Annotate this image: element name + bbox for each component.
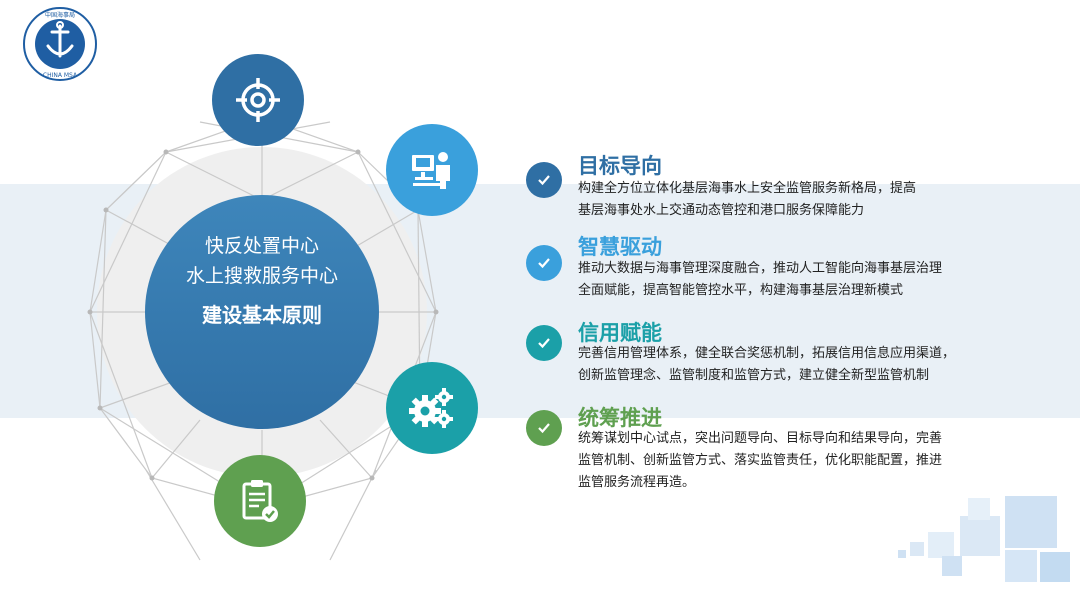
principle-description: 统筹谋划中心试点，突出问题导向、目标导向和结果导向，完善 监管机制、创新监管方式… (578, 428, 998, 494)
description-line: 创新监管理念、监管制度和监管方式，建立健全新型监管机制 (578, 368, 930, 383)
check-icon (526, 410, 562, 446)
center-line-1: 快反处置中心 (204, 235, 319, 257)
target-node (212, 54, 304, 146)
description-line: 监管机制、创新监管方式、落实监管责任，优化职能配置，推进 (578, 453, 943, 468)
principle-description: 推动大数据与海事管理深度融合，推动人工智能向海事基层治理 全面赋能，提高智能管控… (578, 258, 998, 302)
principle-description: 完善信用管理体系，健全联合奖惩机制，拓展信用信息应用渠道， 创新监管理念、监管制… (578, 343, 998, 387)
description-line: 构建全方位立体化基层海事水上安全监管服务新格局，提高 (578, 181, 917, 196)
center-heading: 建设基本原则 (202, 303, 322, 327)
description-line: 推动大数据与海事管理深度融合，推动人工智能向海事基层治理 (578, 261, 943, 276)
description-line: 基层海事处水上交通动态管控和港口服务保障能力 (578, 203, 865, 218)
svg-text:CHINA MSA: CHINA MSA (43, 72, 78, 79)
china-msa-logo: 中国海事局 CHINA MSA (22, 6, 98, 82)
center-line-2: 水上搜救服务中心 (185, 265, 338, 287)
clipboard-check-icon (242, 480, 278, 522)
principle-title: 智慧驱动 (578, 235, 662, 259)
svg-text:中国海事局: 中国海事局 (45, 11, 75, 19)
description-line: 完善信用管理体系，健全联合奖惩机制，拓展信用信息应用渠道， (578, 346, 956, 361)
center-title-circle: 快反处置中心 水上搜救服务中心 建设基本原则 (145, 195, 379, 429)
description-line: 监管服务流程再造。 (578, 475, 696, 490)
check-icon (526, 162, 562, 198)
gears-node (386, 362, 478, 454)
operator-workstation-icon (412, 152, 450, 189)
gears-icon (409, 388, 453, 428)
principle-description: 构建全方位立体化基层海事水上安全监管服务新格局，提高 基层海事处水上交通动态管控… (578, 178, 998, 222)
description-line: 统筹谋划中心试点，突出问题导向、目标导向和结果导向，完善 (578, 431, 943, 446)
description-line: 全面赋能，提高智能管控水平，构建海事基层治理新模式 (578, 283, 904, 298)
check-icon (526, 325, 562, 361)
operator-node (386, 124, 478, 216)
principle-title: 信用赋能 (578, 321, 662, 345)
principle-title: 目标导向 (578, 154, 662, 178)
clipboard-node (214, 455, 306, 547)
principle-title: 统筹推进 (578, 406, 662, 430)
check-icon (526, 245, 562, 281)
anchor-emblem-icon: 中国海事局 CHINA MSA (23, 7, 97, 81)
target-icon (236, 78, 280, 122)
